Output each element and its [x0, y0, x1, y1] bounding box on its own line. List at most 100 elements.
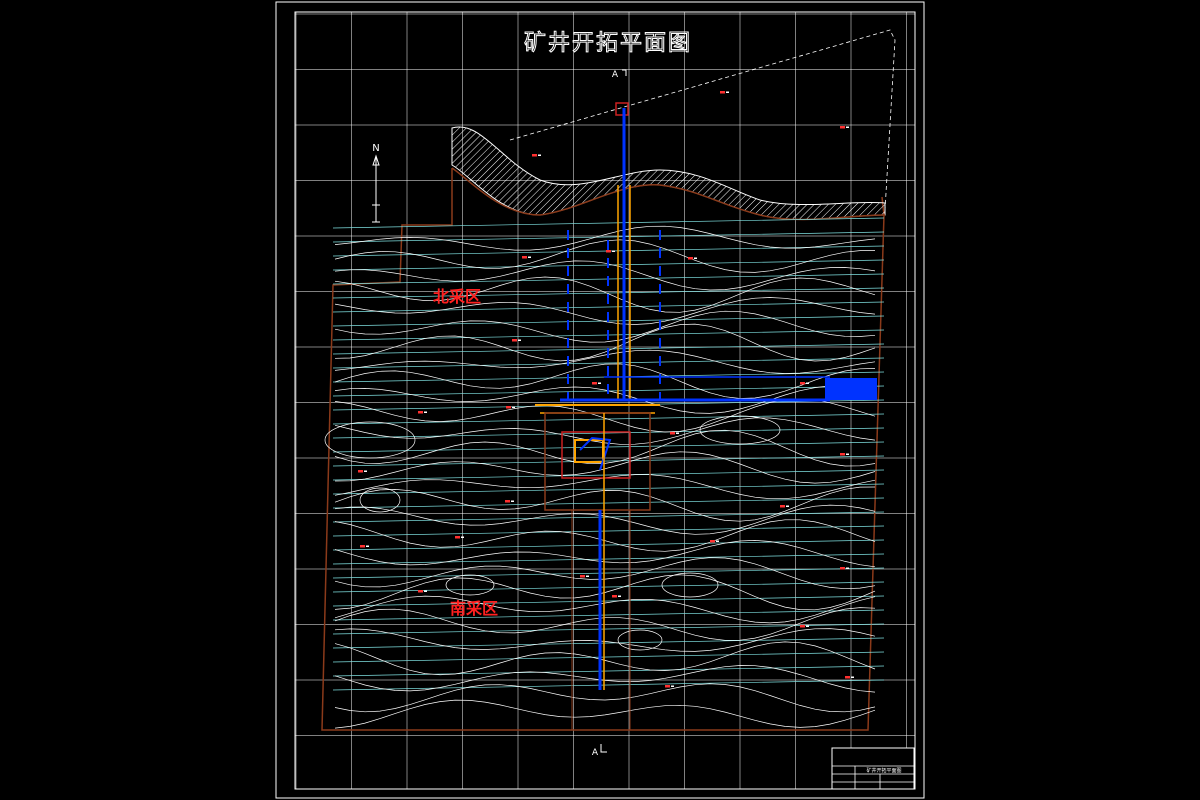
contour-line — [334, 239, 875, 273]
contour-line — [334, 429, 876, 467]
borehole-label — [726, 91, 729, 93]
seam-line — [332, 301, 885, 313]
mine-field-boundary — [321, 168, 885, 731]
shaft-yard-outer — [561, 431, 631, 479]
dashed-roadways — [567, 230, 661, 400]
section-label-bottom: A — [592, 748, 599, 758]
seam-line — [332, 427, 885, 439]
contour-line — [334, 349, 876, 374]
contour-line — [334, 504, 876, 535]
borehole-marker — [800, 625, 805, 628]
contour-line — [334, 699, 876, 729]
water-sump — [825, 378, 877, 400]
borehole-marker — [455, 536, 460, 539]
borehole-label — [528, 256, 531, 258]
contour-loop — [445, 574, 495, 596]
borehole-marker — [360, 545, 365, 548]
borehole-marker — [418, 411, 423, 414]
zone-label-north: 北采区 — [433, 287, 481, 306]
contour-loop — [324, 421, 416, 459]
contour-line — [334, 574, 876, 611]
borehole-label — [364, 470, 367, 472]
borehole-marker — [780, 505, 785, 508]
seam-line — [332, 287, 885, 299]
borehole-label — [366, 545, 369, 547]
borehole-label — [518, 339, 521, 341]
borehole-label — [512, 406, 515, 408]
borehole-label — [598, 382, 601, 384]
contour-line — [334, 540, 876, 568]
borehole-marker — [580, 575, 585, 578]
borehole-marker — [670, 432, 675, 435]
seam-line — [332, 553, 885, 565]
borehole-label — [786, 505, 789, 507]
drawing-inner-frame — [294, 11, 916, 790]
seam-line — [332, 525, 885, 537]
contour-line — [334, 385, 876, 414]
borehole-marker — [506, 406, 511, 409]
borehole-marker — [720, 91, 725, 94]
seam-line — [332, 231, 885, 243]
borehole-marker — [840, 567, 845, 570]
seam-line — [332, 357, 885, 369]
contour-line — [334, 607, 876, 641]
contour-line — [334, 310, 876, 343]
zone-label-south: 南采区 — [450, 599, 498, 618]
contour-loop — [359, 487, 401, 513]
title-block: 矿井开拓平面图 — [831, 747, 915, 790]
borehole-marker — [512, 339, 517, 342]
shaft-pillar-area — [544, 412, 651, 511]
borehole-label — [511, 500, 514, 502]
drawing-outer-frame — [275, 1, 925, 799]
borehole-marker — [800, 382, 805, 385]
borehole-marker — [505, 500, 510, 503]
contour-lines — [324, 225, 876, 729]
section-marker-icon — [622, 69, 627, 76]
borehole-label — [461, 536, 464, 538]
contour-line — [334, 486, 876, 522]
contour-line — [334, 451, 876, 484]
contour-line — [334, 323, 876, 362]
coal-seam-lines — [332, 217, 885, 691]
borehole-label — [538, 154, 541, 156]
borehole-marker — [840, 126, 845, 129]
contour-line — [334, 276, 876, 313]
drawing-title: 矿井开拓平面图 — [524, 31, 692, 56]
shaft-yard-inner — [574, 439, 604, 463]
seam-line — [332, 567, 885, 579]
property-line-dashed — [509, 29, 896, 211]
contour-line — [334, 665, 876, 693]
seam-line — [332, 539, 885, 551]
seam-line — [332, 455, 885, 467]
borehole-marker — [710, 540, 715, 543]
contour-line — [334, 260, 876, 291]
seam-line — [332, 623, 885, 635]
section-marker-top: A — [612, 69, 627, 80]
section-label-top: A — [612, 70, 619, 80]
contour-loop — [661, 572, 719, 598]
seam-line — [332, 483, 885, 495]
borehole-label — [618, 595, 621, 597]
contour-line — [334, 683, 876, 713]
contour-line — [334, 363, 876, 399]
contour-line — [334, 297, 876, 325]
borehole-label — [586, 575, 589, 577]
borehole-label — [806, 625, 809, 627]
contour-line — [334, 595, 876, 624]
seam-line — [332, 469, 885, 481]
contour-line — [334, 628, 876, 652]
seam-line — [332, 637, 885, 649]
borehole-label — [716, 540, 719, 542]
borehole-marker — [522, 256, 527, 259]
outcrop-hatched-band — [451, 126, 886, 220]
borehole-marker — [532, 154, 537, 157]
contour-line — [334, 557, 876, 590]
borehole-label — [846, 453, 849, 455]
contour-line — [334, 225, 876, 251]
borehole-marker — [612, 595, 617, 598]
seam-line — [332, 679, 885, 691]
borehole-label — [846, 567, 849, 569]
borehole-marker — [606, 250, 611, 253]
